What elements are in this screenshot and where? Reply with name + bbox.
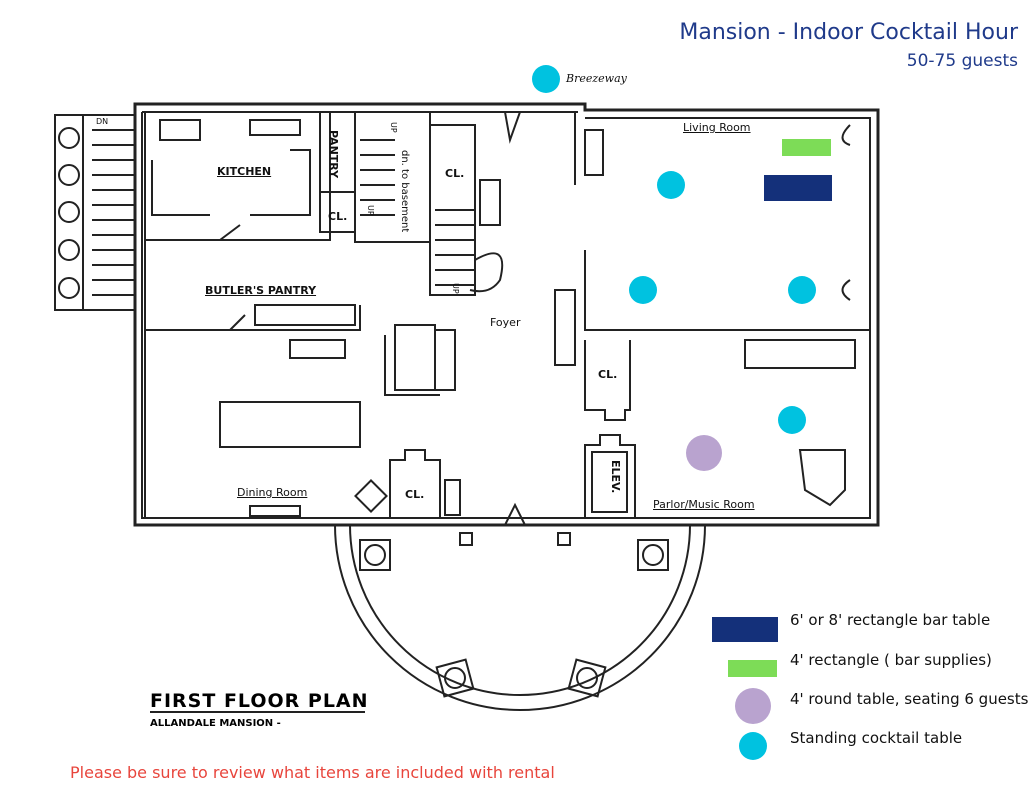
basement-label: dn. to basement [399,150,410,233]
legend-label: 6' or 8' rectangle bar table [790,611,991,629]
closet-label: CL. [328,210,348,223]
cocktail-table [629,276,657,304]
stair-up-label: UP [451,283,460,294]
room-label-butlers-pantry: BUTLER'S PANTRY [205,284,317,297]
stair-dn-label: DN [96,117,109,126]
cocktail-table [532,65,560,93]
stair-up-label: UP [366,205,375,216]
room-label-living-room: Living Room [683,121,751,134]
legend-label: 4' round table, seating 6 guests [790,690,1029,708]
closet-label: CL. [405,488,425,501]
closet-label: CL. [598,368,618,381]
breezeway-label: Breezeway [566,72,627,85]
room-label-pantry: PANTRY [327,130,340,179]
legend-swatch-bar-table [712,617,778,642]
plan-subtitle: ALLANDALE MANSION - [150,718,281,729]
round-table [686,435,722,471]
legend-swatch-supply-table [728,660,777,677]
room-label-parlor: Parlor/Music Room [653,498,755,511]
legend-label: 4' rectangle ( bar supplies) [790,651,992,669]
guest-count: 50-75 guests [906,51,1018,71]
room-label-foyer: Foyer [490,316,521,329]
closet-label: CL. [445,167,465,180]
bar-table [764,175,832,201]
legend-label: Standing cocktail table [790,729,963,747]
room-label-kitchen: KITCHEN [217,165,272,178]
room-label-dining-room: Dining Room [237,486,308,499]
stair-up-label: UP [389,122,398,133]
cocktail-table [657,171,685,199]
cocktail-table [788,276,816,304]
elevator-label: ELEV. [609,460,622,494]
page-title: Mansion - Indoor Cocktail Hour [679,20,1018,45]
plan-title: FIRST FLOOR PLAN [150,690,369,712]
legend-swatch-cocktail-table [739,732,767,760]
legend-swatch-round-table [735,688,771,724]
bar-supplies-table [782,139,831,156]
rental-note: Please be sure to review what items are … [70,763,555,782]
cocktail-table [778,406,806,434]
